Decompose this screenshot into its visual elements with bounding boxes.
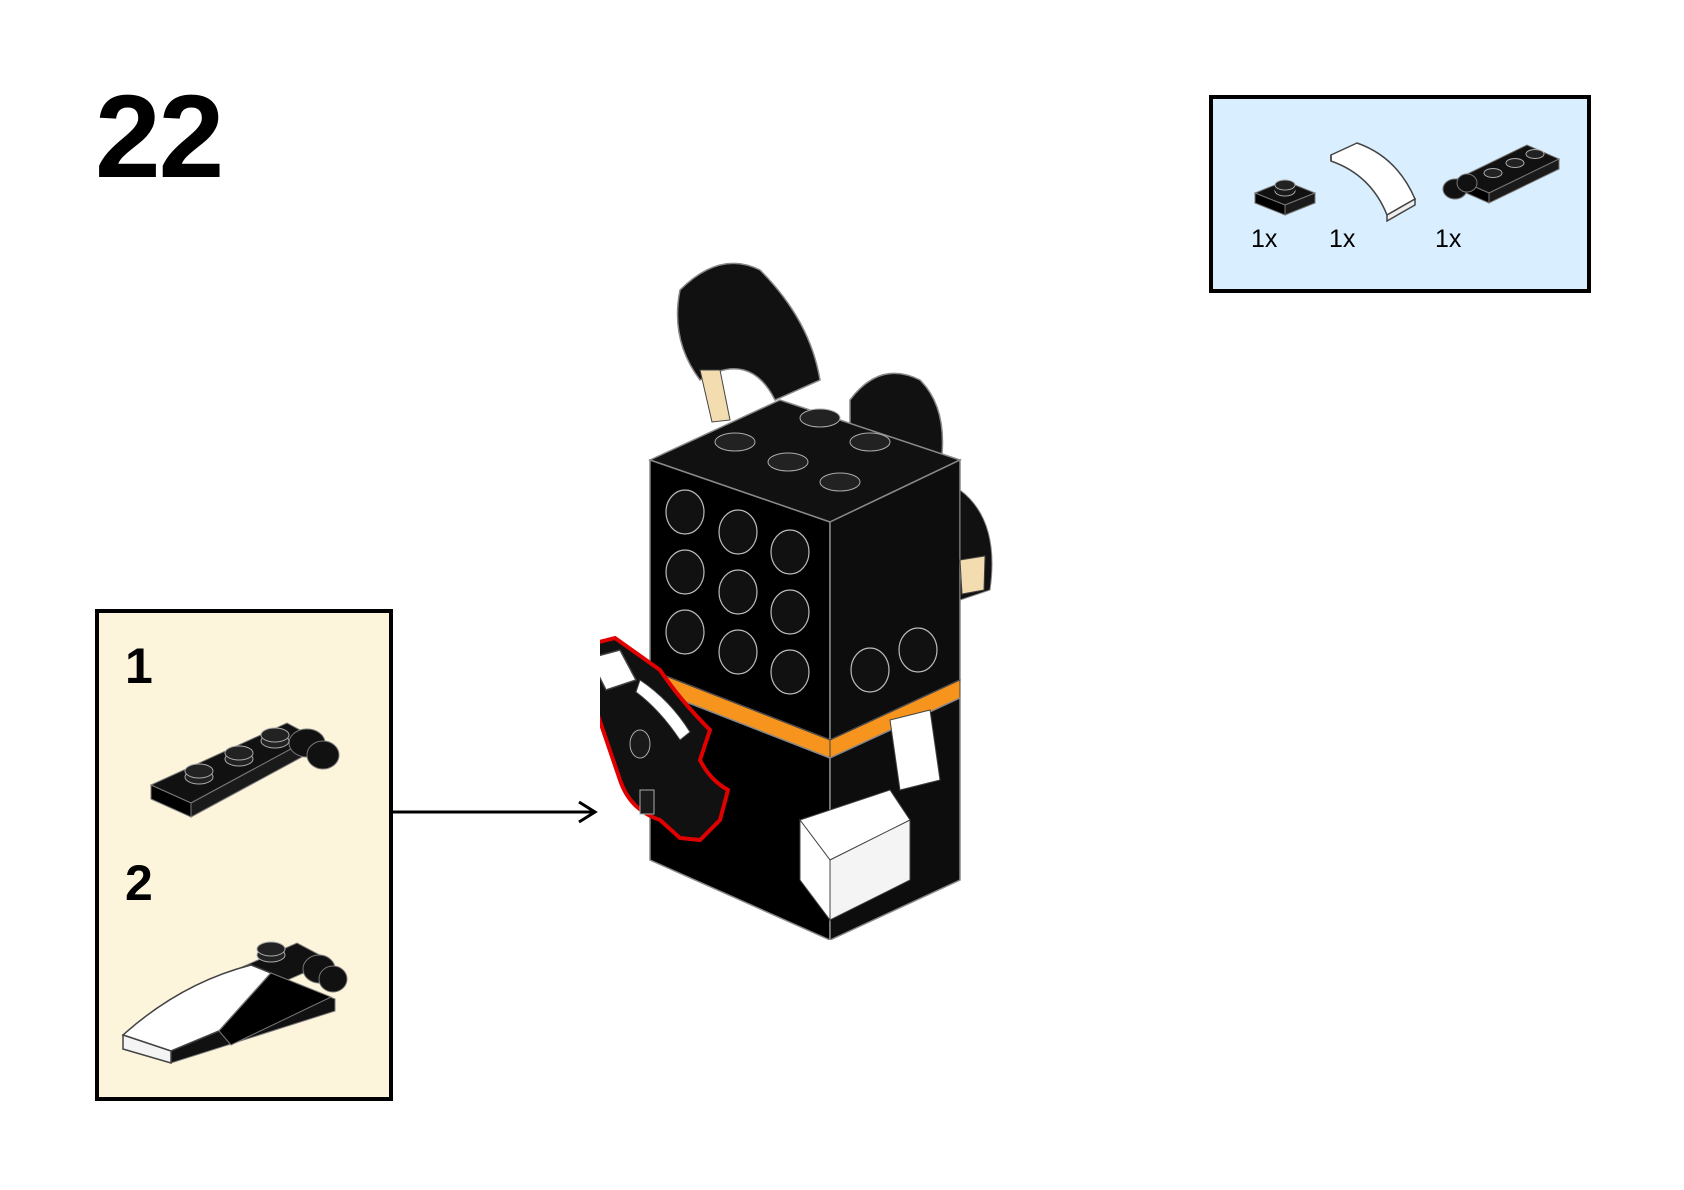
black-1x1-plate-icon (1253, 179, 1317, 216)
sub-step-1-number: 1 (125, 638, 153, 694)
parts-list-box: 1x 1x 1x (1209, 95, 1591, 293)
white-curved-slope-icon (1330, 142, 1416, 223)
black-hinge-plate-icon (149, 722, 340, 818)
sub-step-2-number: 2 (125, 855, 153, 911)
white-curved-slope-on-hinge-plate-icon (121, 941, 348, 1064)
part-qty-1: 1x (1251, 225, 1278, 253)
brick-model-illustration (600, 262, 993, 940)
new-part-highlight (600, 635, 731, 843)
part-qty-3: 1x (1435, 225, 1462, 253)
attach-arrow (393, 800, 598, 824)
black-hinge-plate-icon (1442, 144, 1561, 204)
sub-assembly-box: 1 2 (95, 609, 393, 1101)
part-qty-2: 1x (1329, 225, 1356, 253)
step-number: 22 (95, 71, 224, 203)
